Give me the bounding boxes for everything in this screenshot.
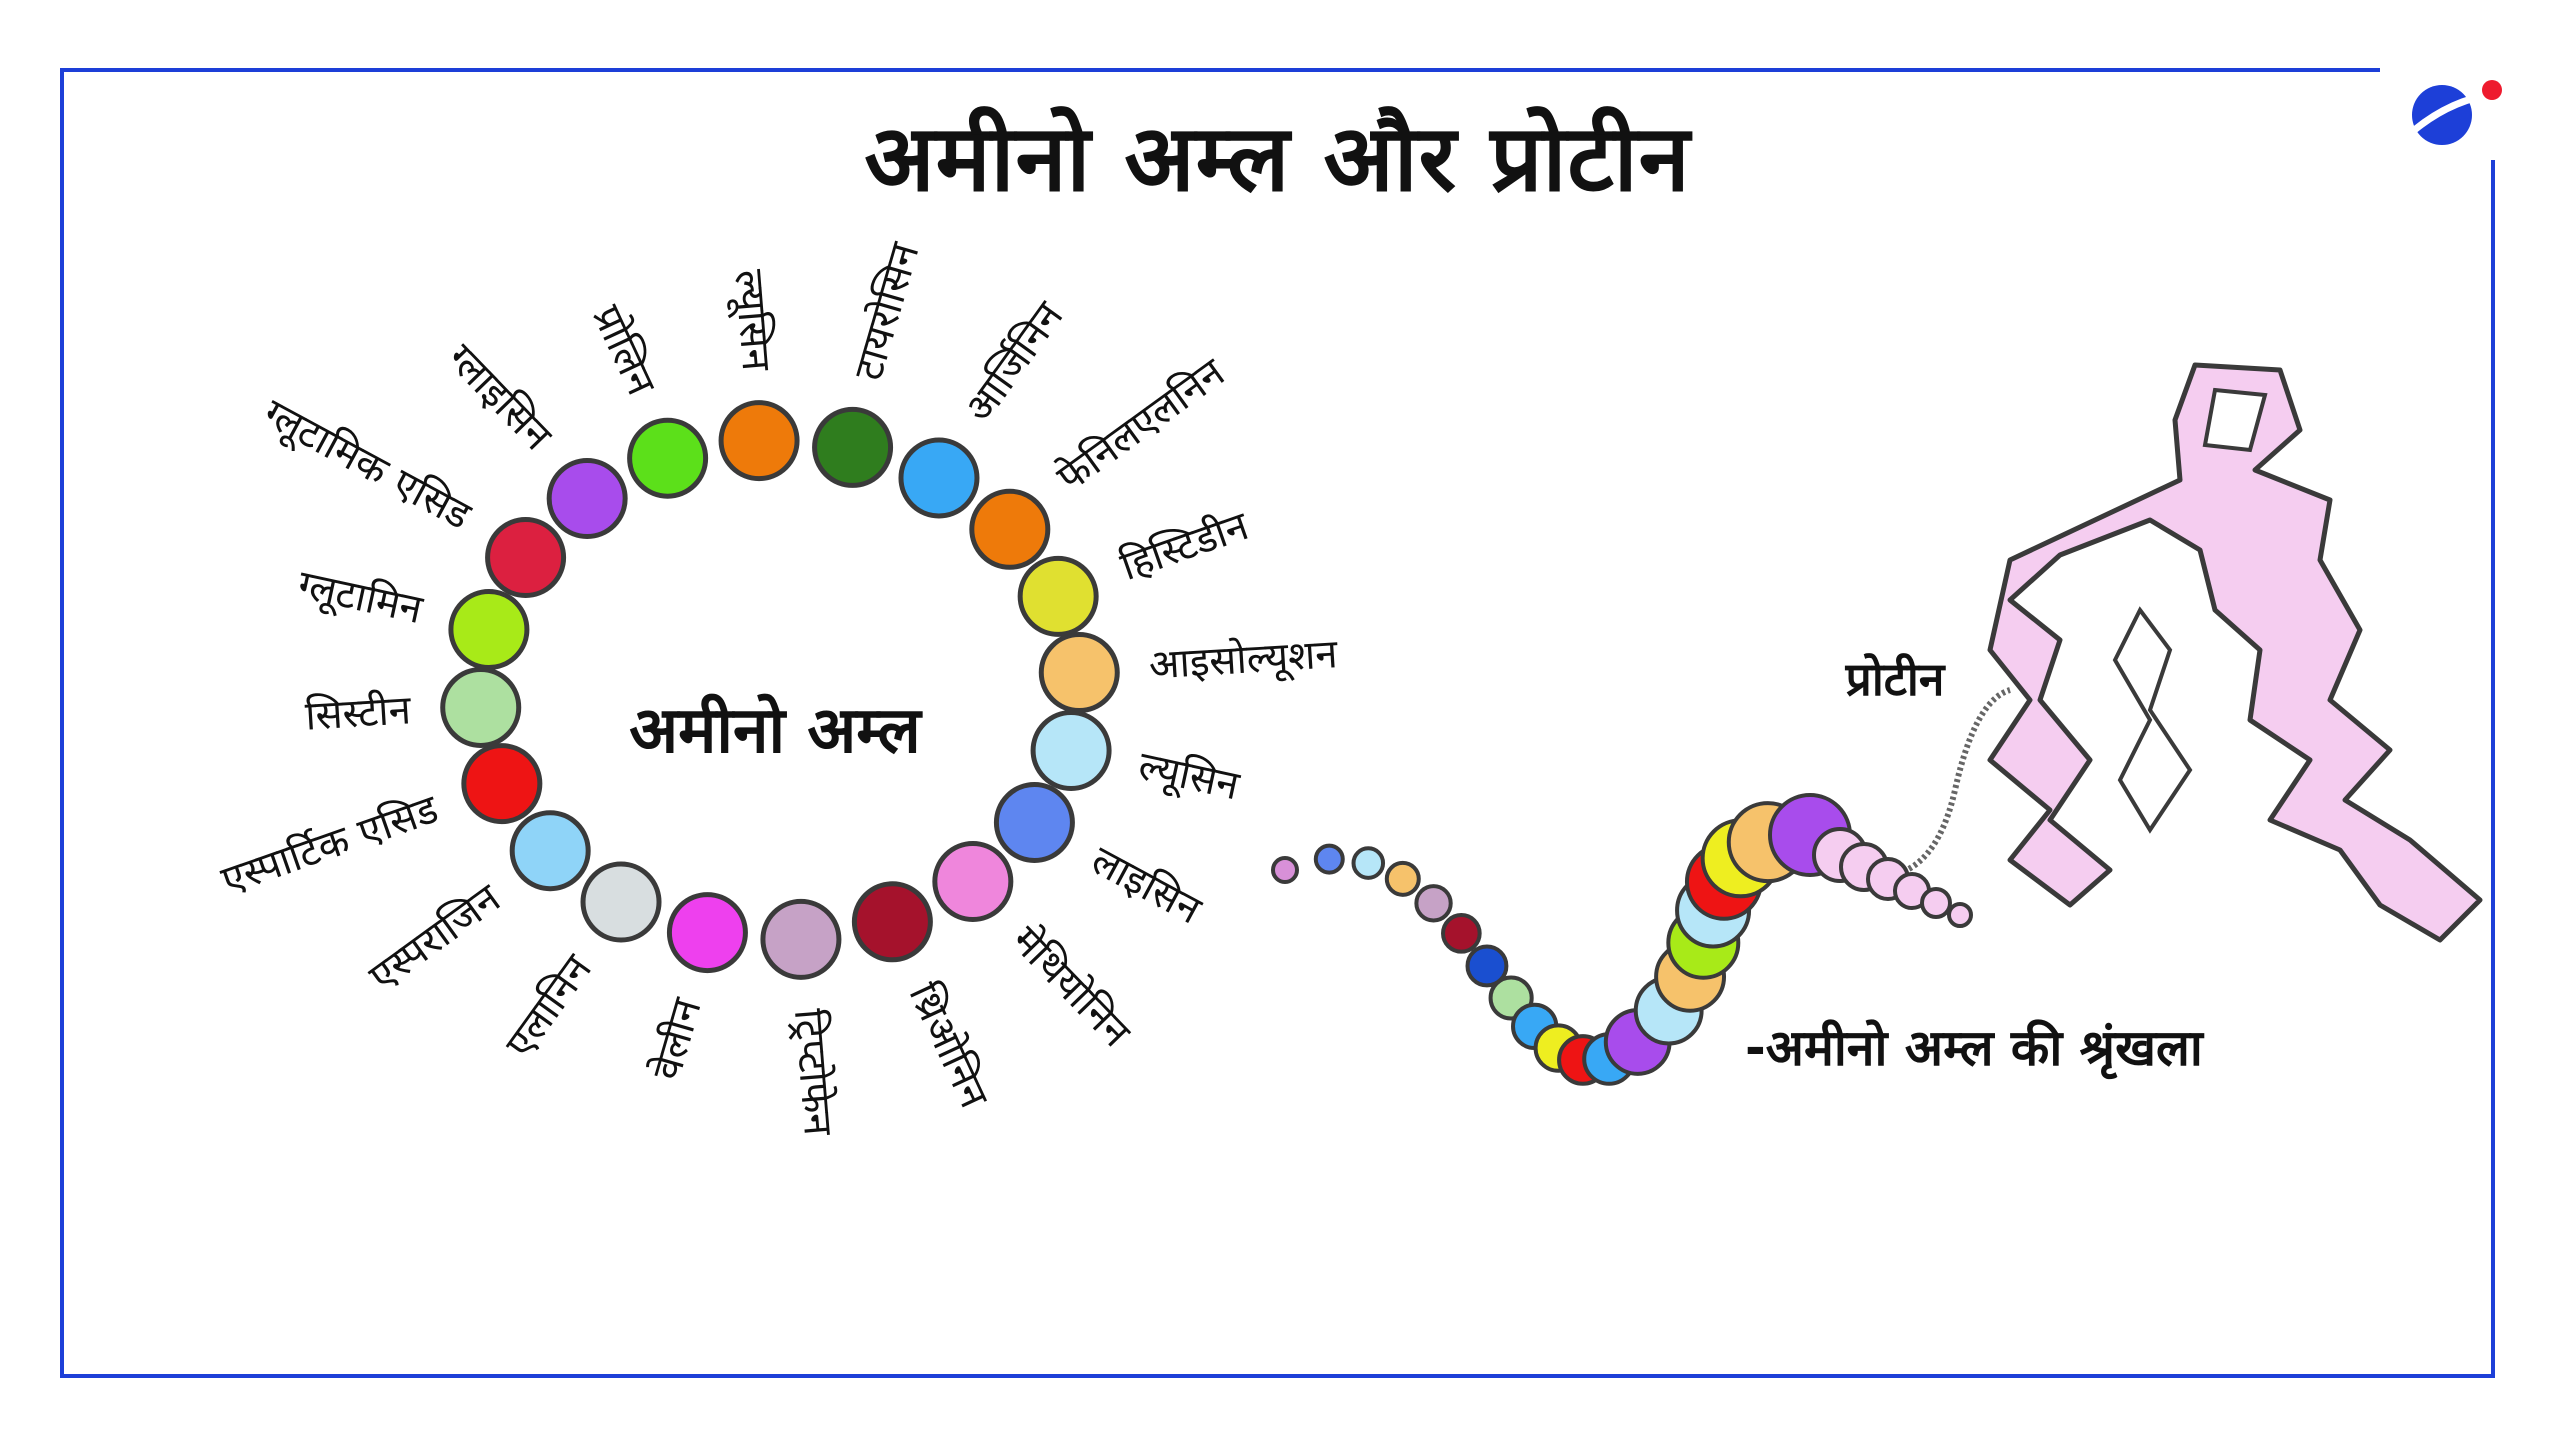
transition-bead xyxy=(1947,902,1973,928)
amino-acid-bead xyxy=(812,406,894,488)
brand-logo-icon xyxy=(2409,80,2502,145)
amino-acid-label: टायरोसिन xyxy=(845,237,928,385)
amino-acid-label: वेलीन xyxy=(644,993,711,1085)
amino-acid-bead xyxy=(546,457,628,539)
amino-acid-bead xyxy=(851,881,933,963)
amino-acid-bead xyxy=(718,400,800,482)
amino-acid-bead xyxy=(485,517,567,599)
chain-bead xyxy=(1384,860,1421,897)
amino-acid-label: लाइसिन xyxy=(1084,838,1209,934)
amino-acid-bead xyxy=(509,810,591,892)
ring-center-label: अमीनो अम्ल xyxy=(629,693,923,768)
amino-acid-label: फेनिलएलनिन xyxy=(1049,349,1234,501)
amino-acid-label: एस्पराजिन xyxy=(361,875,510,1000)
amino-acid-bead xyxy=(969,488,1051,570)
chain-bead xyxy=(1414,884,1453,923)
amino-acid-bead xyxy=(448,589,530,671)
amino-acid-bead xyxy=(993,781,1075,863)
chain-bead xyxy=(1313,843,1345,875)
protein-fold-illustration xyxy=(1987,362,2483,943)
amino-acid-label: ट्रिप्टोफेन xyxy=(785,1007,841,1138)
amino-acid-label: आर्जिनिन xyxy=(956,293,1073,431)
amino-acid-label: आइसोल्यूशन xyxy=(1148,631,1340,689)
amino-acid-label: मेथियोनिन xyxy=(1003,918,1140,1057)
transition-bead xyxy=(1920,887,1952,919)
amino-acid-label: सिस्टीन xyxy=(304,687,413,739)
chain-bead xyxy=(1441,913,1482,954)
diagram-frame xyxy=(60,68,2495,1378)
protein-inner-fold xyxy=(2112,387,2268,834)
amino-acid-label: एलानिन xyxy=(497,946,602,1066)
amino-acid-bead xyxy=(932,841,1014,923)
amino-acid-label: ल्यूसिन xyxy=(724,268,779,373)
protein-label: प्रोटीन xyxy=(1845,652,1946,706)
amino-acid-bead xyxy=(666,892,748,974)
diagram-title: अमीनो अम्ल और प्रोटीन xyxy=(864,105,1691,212)
amino-acid-label: ग्लाइसिन xyxy=(438,336,561,460)
amino-acid-bead xyxy=(1038,632,1120,714)
amino-acid-label: थ्रिओनिन xyxy=(900,976,998,1115)
amino-acid-label: प्रोलिन xyxy=(583,299,664,403)
amino-acid-bead xyxy=(461,743,543,825)
chain-bead xyxy=(1465,944,1509,988)
chain-bead xyxy=(1271,856,1299,884)
amino-acid-bead xyxy=(1030,709,1112,791)
amino-acid-label: हिस्टिडीन xyxy=(1115,503,1255,590)
amino-acid-label: ग्लूटामिक एसिड xyxy=(256,390,479,540)
amino-acid-bead xyxy=(627,417,709,499)
amino-acid-bead xyxy=(898,437,980,519)
amino-acid-bead xyxy=(440,666,522,748)
chain-label: -अमीनो अम्ल की श्रृंखला xyxy=(1745,1019,2205,1080)
amino-acid-label: एस्पार्टिक एसिड xyxy=(216,786,445,904)
amino-acid-label: ग्लूटामिन xyxy=(294,562,427,635)
amino-acid-bead xyxy=(760,898,842,980)
amino-acid-bead xyxy=(580,861,662,943)
chain-bead xyxy=(1351,846,1386,880)
amino-acid-bead xyxy=(1017,555,1099,637)
amino-acid-label: ल्यूसिन xyxy=(1134,743,1244,810)
